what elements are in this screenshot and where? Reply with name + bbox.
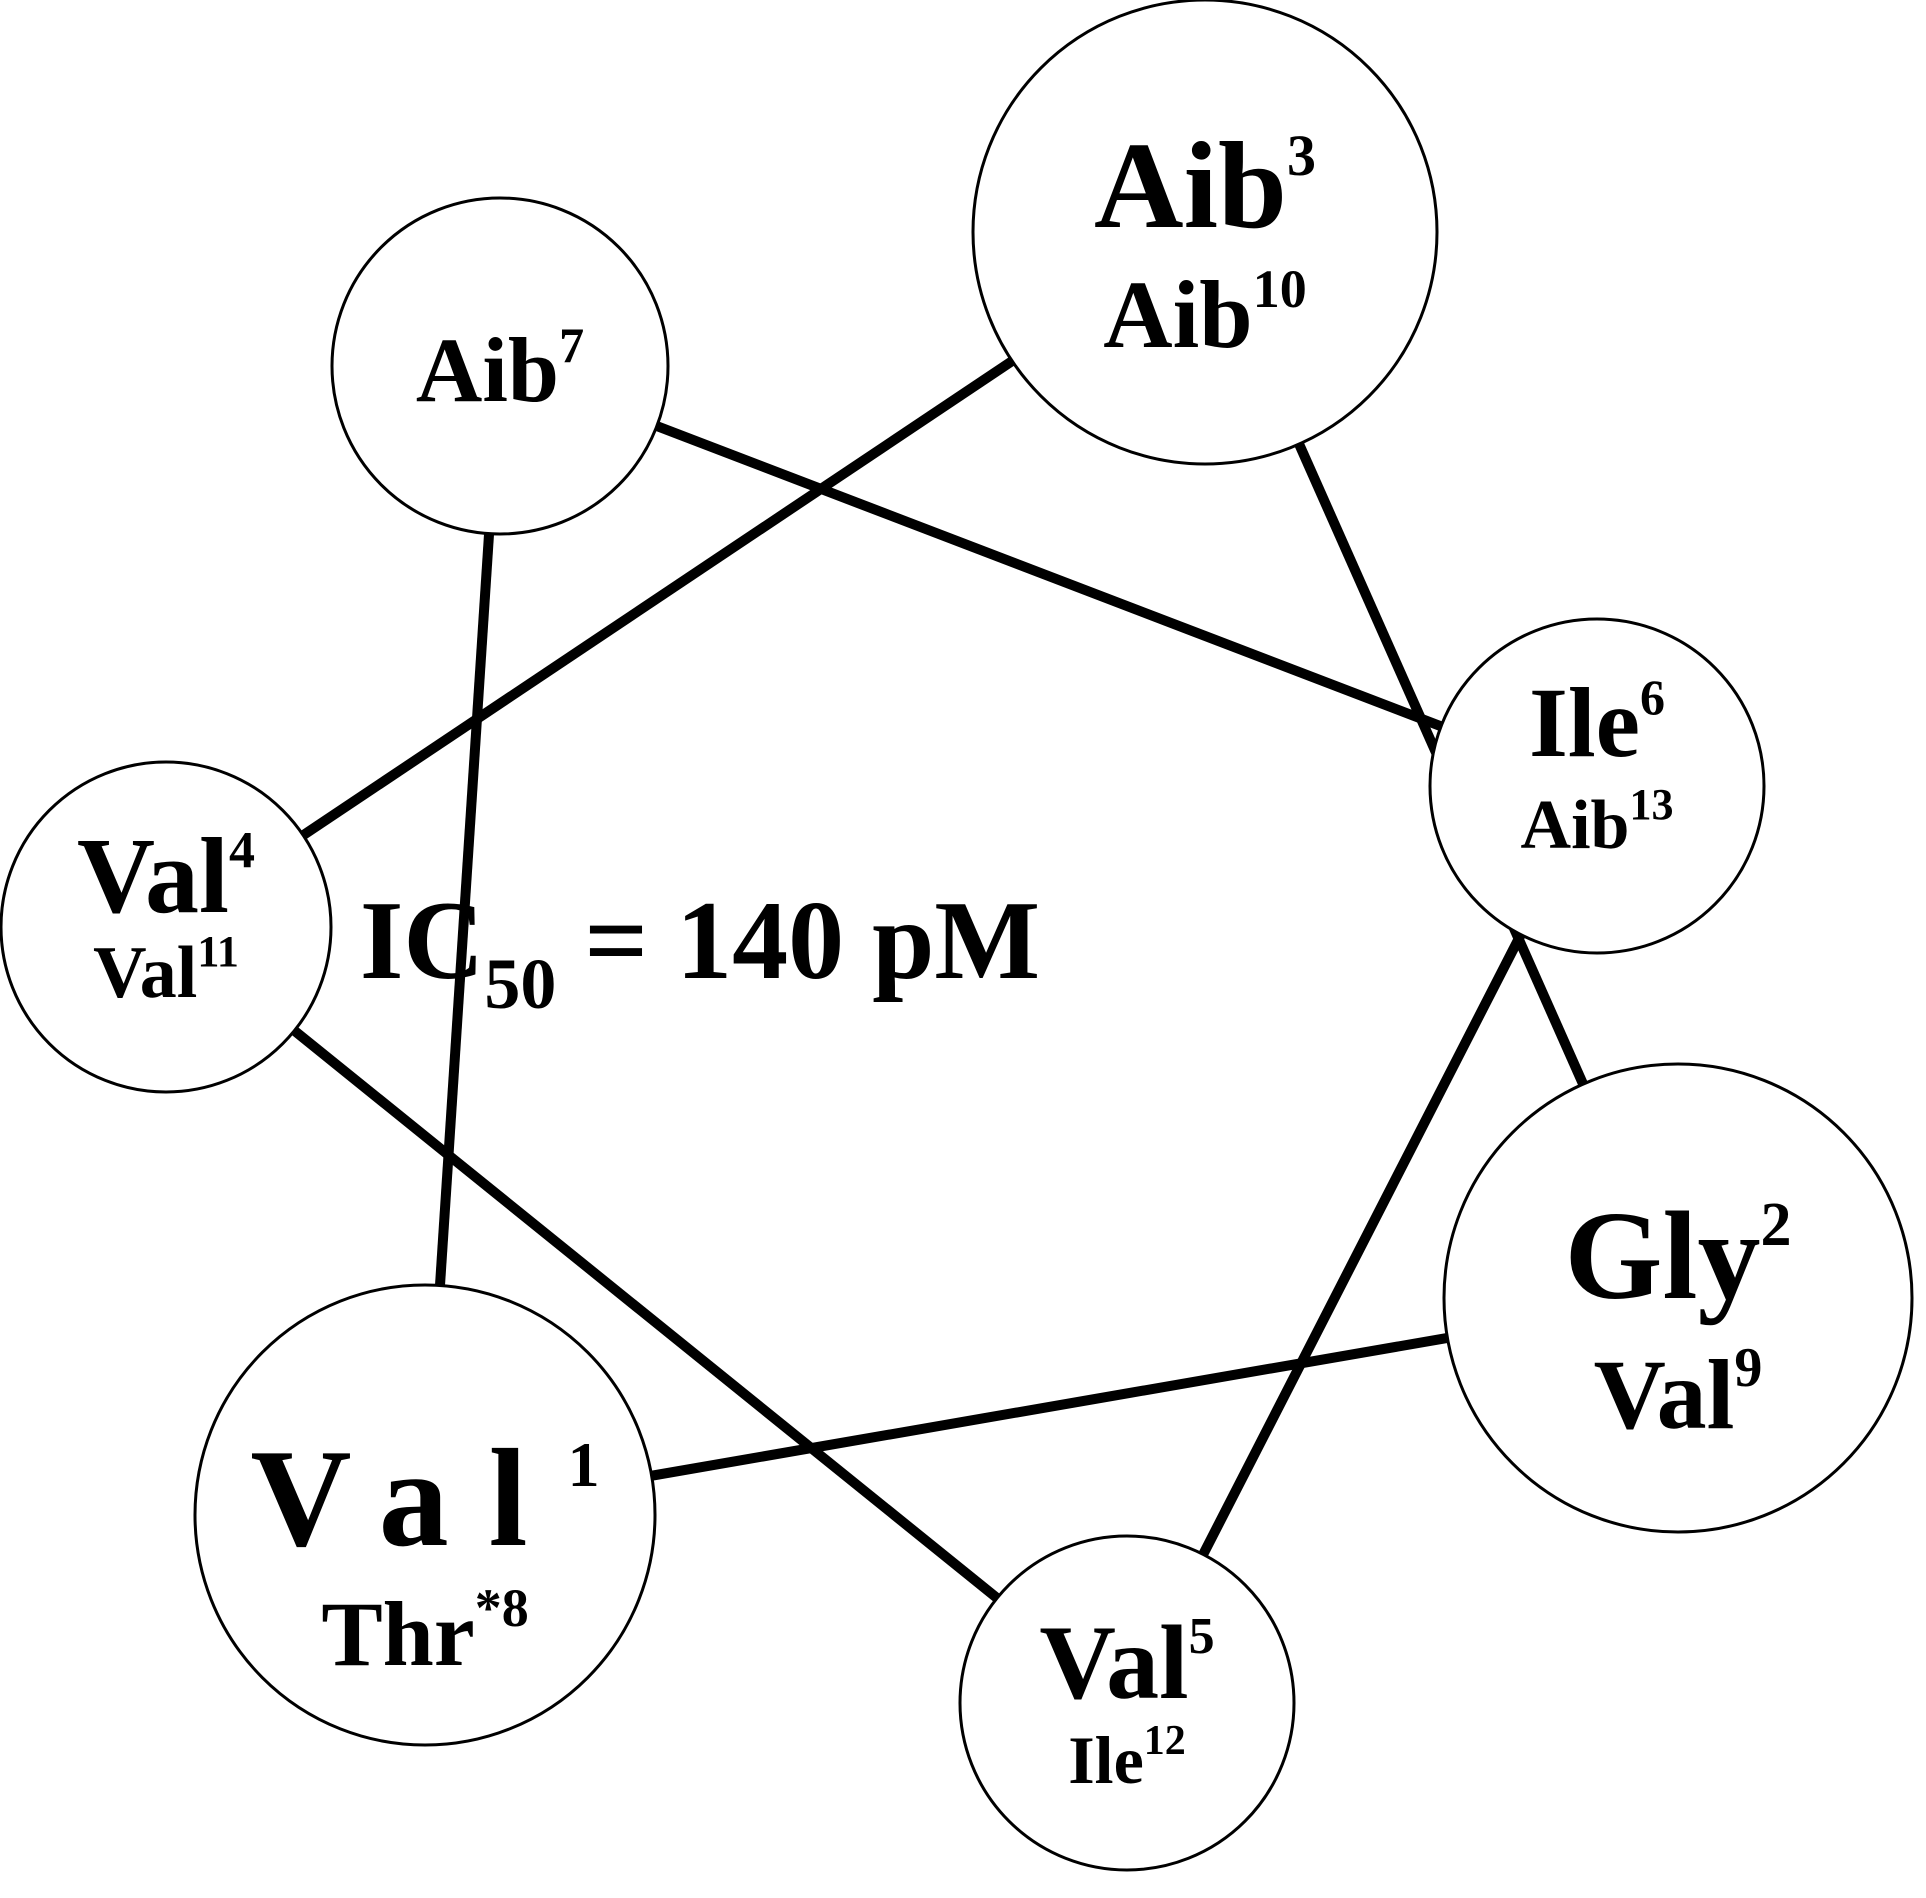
residue-secondary-label-name: Aib [1521, 787, 1630, 864]
residue-primary-label-number: 2 [1761, 1191, 1792, 1259]
residue-primary-label-name: Gly [1564, 1187, 1760, 1326]
residue-secondary-label-name: Val [93, 932, 197, 1014]
residue-secondary-label-name: Ile [1068, 1722, 1144, 1798]
center-label-main: IC [360, 879, 484, 1003]
residue-secondary-label: Val9 [1594, 1337, 1763, 1450]
residue-secondary-label-number: 10 [1253, 259, 1307, 319]
connection-n4-n5 [162, 923, 1131, 1707]
residue-primary-label: Val1 [250, 1421, 599, 1576]
residue-primary-label-number: 7 [559, 317, 584, 373]
residue-secondary-label-number: 11 [197, 927, 239, 976]
residue-circle [958, 1534, 1296, 1872]
residue-secondary-label: Aib10 [1103, 259, 1306, 368]
residue-primary-label-number: 5 [1189, 1608, 1215, 1665]
residue-primary-label: Aib7 [416, 317, 584, 421]
center-label: IC50 = 140 pM [360, 879, 1040, 1024]
residue-secondary-label: Thr*8 [321, 1578, 528, 1685]
residue-primary-label-name: Aib [416, 319, 559, 421]
residue-secondary-label-name: Thr [321, 1583, 474, 1685]
residue-secondary-label-number: 9 [1734, 1337, 1762, 1399]
residue-primary-label: Aib3 [1094, 117, 1316, 254]
residue-circle [971, 0, 1439, 466]
residue-primary-label-name: Val [77, 817, 229, 936]
residue-circle [193, 1283, 657, 1747]
residue-primary-label-number: 4 [229, 822, 255, 879]
residue-primary-label-name: Val [1039, 1604, 1188, 1721]
residue-primary-label: Gly2 [1564, 1187, 1791, 1326]
residue-secondary-label: Val11 [93, 927, 239, 1014]
residue-primary-label: Ile6 [1529, 667, 1665, 778]
residue-secondary-label: Ile12 [1068, 1718, 1186, 1798]
residue-primary-label-number: 1 [568, 1429, 600, 1500]
residue-primary-label-name: Val [250, 1421, 567, 1576]
connection-n6-n7 [498, 361, 1599, 791]
connection-n5-n6 [1122, 783, 1602, 1706]
residue-secondary-label-number: 12 [1144, 1718, 1186, 1764]
residue-secondary-label-number: 13 [1629, 780, 1673, 829]
residue-circle [1442, 1062, 1914, 1534]
residue-secondary-label-name: Val [1594, 1339, 1735, 1450]
residue-circle [330, 196, 670, 536]
center-label-subscript: 50 [484, 944, 556, 1024]
residue-primary-label-name: Ile [1529, 667, 1640, 778]
residue-secondary-label: Aib13 [1521, 780, 1674, 864]
residue-primary-label: Val4 [77, 817, 255, 936]
residue-primary-label-number: 3 [1287, 123, 1316, 188]
residue-circle [0, 760, 333, 1094]
residue-circle [1428, 617, 1766, 955]
residue-secondary-label-number: *8 [475, 1578, 529, 1638]
center-label-rest: = 140 pM [556, 879, 1040, 1003]
residue-secondary-label-name: Aib [1103, 261, 1252, 368]
residue-primary-label-name: Aib [1094, 117, 1287, 254]
residue-node-n7: Aib7 [330, 196, 670, 536]
residue-primary-label-number: 6 [1640, 669, 1665, 725]
residue-primary-label: Val5 [1039, 1604, 1214, 1721]
